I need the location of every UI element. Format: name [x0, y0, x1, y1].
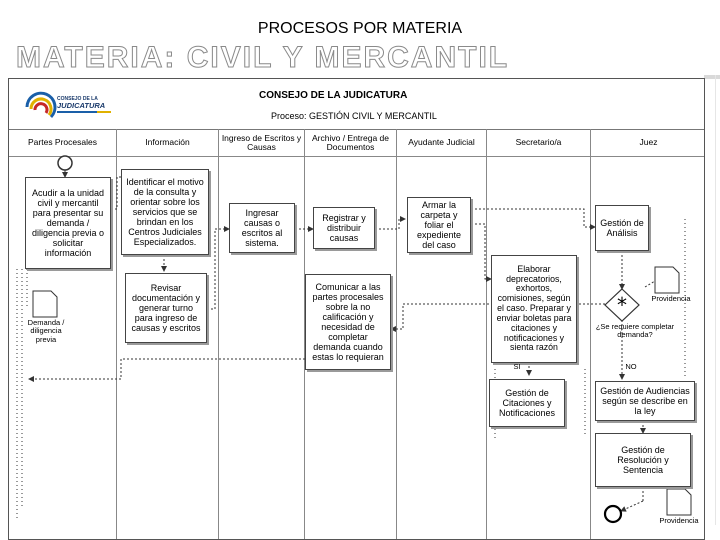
lane-header: Secretario/a — [487, 129, 590, 157]
decorative-line — [715, 75, 716, 525]
process-diagram: CONSEJO DE LA JUDICATURA CONSEJO DE LA J… — [8, 78, 705, 540]
lane-ingreso: Ingreso de Escritos y Causas — [219, 129, 305, 539]
lane-header: Información — [117, 129, 218, 157]
lane-secretario: Secretario/a — [487, 129, 591, 539]
activity-elaborar: Elaborar deprecatorios, exhortos, comisi… — [491, 255, 577, 363]
lane-header: Ayudante Judicial — [397, 129, 486, 157]
gateway-question: ¿Se requiere completar demanda? — [595, 322, 675, 340]
slide-title: PROCESOS POR MATERIA — [257, 20, 463, 37]
logo-text-1: CONSEJO DE LA — [57, 96, 98, 102]
activity-resolucion: Gestión de Resolución y Sentencia — [595, 433, 691, 487]
lane-archivo: Archivo / Entrega de Documentos — [305, 129, 397, 539]
activity-registrar: Registrar y distribuir causas — [313, 207, 375, 249]
activity-revisar: Revisar documentación y generar turno pa… — [125, 273, 207, 343]
lane-header: Archivo / Entrega de Documentos — [305, 129, 396, 157]
document-demanda-label: Demanda / diligencia previa — [27, 318, 65, 344]
activity-ingresar: Ingresar causas o escritos al sistema. — [229, 203, 295, 253]
lane-ayudante: Ayudante Judicial — [397, 129, 487, 539]
header-subtitle: Proceso: GESTIÓN CIVIL Y MERCANTIL — [271, 111, 437, 121]
activity-audiencias: Gestión de Audiencias según se describe … — [595, 381, 695, 421]
lane-informacion: Información — [117, 129, 219, 539]
lane-header: Juez — [591, 129, 704, 157]
activity-armar: Armar la carpeta y foliar el expediente … — [407, 197, 471, 253]
document-demanda-icon — [32, 290, 58, 318]
activity-comunicar: Comunicar a las partes procesales sobre … — [305, 274, 391, 370]
judicatura-logo: CONSEJO DE LA JUDICATURA — [25, 91, 111, 119]
document-providencia-label: Providencia — [651, 294, 691, 303]
start-event — [57, 155, 73, 171]
end-event — [603, 504, 623, 524]
activity-citaciones: Gestión de Citaciones y Notificaciones — [489, 379, 565, 427]
activity-acudir: Acudir a la unidad civil y mercantil par… — [25, 177, 111, 269]
decorative-bar — [704, 75, 720, 79]
document-providencia-icon — [654, 266, 680, 294]
gateway-asterisk-icon: * — [617, 293, 627, 317]
activity-analisis: Gestión de Análisis — [595, 205, 649, 251]
lane-header: Ingreso de Escritos y Causas — [219, 129, 304, 157]
logo-text-2: JUDICATURA — [57, 101, 105, 110]
gateway-diamond — [604, 288, 640, 322]
slide-subtitle: MATERIA: CIVIL Y MERCANTIL — [15, 41, 510, 75]
gateway-no-label: NO — [625, 362, 637, 371]
gateway-yes-label: SI — [513, 362, 521, 371]
diagram-header: CONSEJO DE LA JUDICATURA CONSEJO DE LA J… — [9, 79, 704, 130]
header-title: CONSEJO DE LA JUDICATURA — [259, 90, 408, 101]
document-providencia-final-icon — [666, 488, 692, 516]
activity-identificar: Identificar el motivo de la consulta y o… — [121, 169, 209, 255]
swimlanes: Partes Procesales Información Ingreso de… — [9, 129, 704, 539]
lane-juez: Juez — [591, 129, 704, 539]
document-providencia-final-label: Providencia — [659, 516, 699, 525]
